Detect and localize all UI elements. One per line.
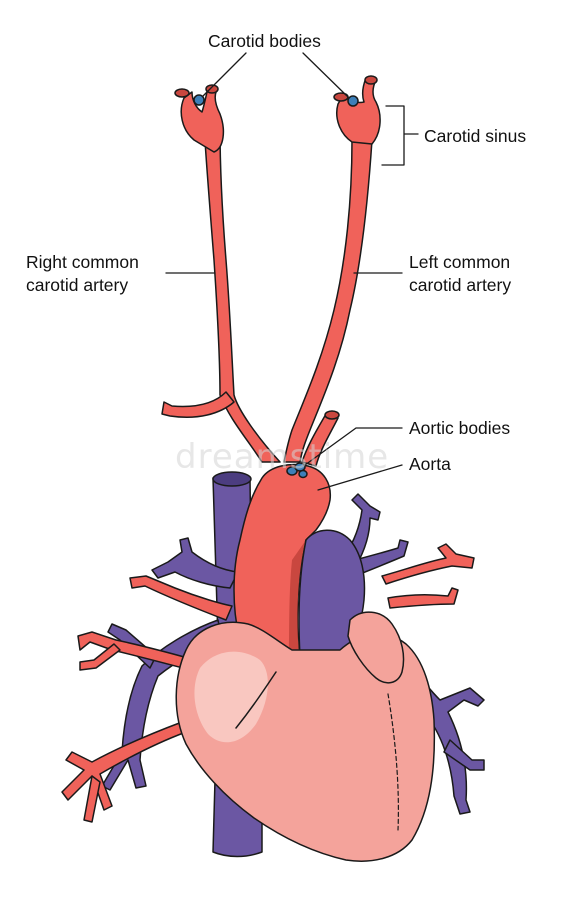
aorta-shadow bbox=[288, 540, 306, 668]
heart-highlight bbox=[194, 651, 268, 743]
right-pulmonary-artery-branch-b bbox=[79, 643, 121, 671]
left-carotid-body bbox=[347, 95, 359, 107]
carotid-bodies-leader-right bbox=[202, 52, 247, 97]
right-subclavian-artery bbox=[161, 391, 235, 418]
left-pulmonary-artery-upper bbox=[381, 543, 475, 585]
right-external-carotid-end bbox=[205, 84, 219, 94]
label-right-common-carotid-line2: carotid artery bbox=[26, 275, 129, 295]
interventricular-groove bbox=[235, 671, 277, 729]
label-carotid-bodies: Carotid bodies bbox=[208, 31, 321, 51]
aorta-leader bbox=[317, 464, 403, 491]
left-pulmonary-vein-mid bbox=[354, 539, 409, 575]
right-pulmonary-artery-lower bbox=[61, 721, 187, 811]
right-internal-carotid-end bbox=[174, 88, 190, 98]
right-carotid-body bbox=[193, 94, 205, 106]
label-aorta: Aorta bbox=[409, 454, 451, 474]
pulmonary-trunk bbox=[298, 529, 366, 657]
left-carotid-sinus bbox=[336, 77, 381, 145]
left-external-carotid-end bbox=[364, 75, 378, 85]
watermark: dreamstime bbox=[175, 437, 390, 477]
superior-vena-cava-opening bbox=[212, 471, 252, 487]
label-left-common-carotid-line2: carotid artery bbox=[409, 275, 512, 295]
label-left-common-carotid-line1: Left common bbox=[409, 252, 511, 272]
right-pulmonary-artery-lower-twig bbox=[83, 775, 101, 823]
label-aortic-bodies: Aortic bodies bbox=[409, 418, 511, 438]
right-pulmonary-artery-branch-a bbox=[77, 631, 203, 673]
right-pulmonary-vein-upper bbox=[151, 537, 239, 589]
label-carotid-sinus: Carotid sinus bbox=[424, 126, 527, 146]
right-pulmonary-artery-upper bbox=[129, 575, 233, 621]
left-auricle bbox=[347, 611, 405, 684]
left-pulmonary-artery-lower bbox=[387, 587, 459, 609]
left-subclavian-end bbox=[324, 410, 340, 420]
aortic-bodies-leader bbox=[304, 427, 403, 466]
right-carotid-sinus bbox=[180, 87, 225, 153]
left-common-carotid-artery bbox=[283, 139, 373, 463]
anterior-groove-dashed bbox=[387, 693, 399, 831]
right-common-carotid-artery bbox=[203, 124, 281, 463]
left-pulmonary-vein-branch bbox=[443, 739, 485, 771]
carotid-sinus-bracket bbox=[381, 105, 419, 166]
label-right-common-carotid-artery: Right common carotid artery bbox=[26, 251, 139, 297]
label-left-common-carotid-artery: Left common carotid artery bbox=[409, 251, 511, 297]
carotid-bodies-leader-left bbox=[302, 52, 349, 98]
aortic-body-3 bbox=[298, 469, 308, 479]
label-right-common-carotid-line1: Right common bbox=[26, 252, 139, 272]
